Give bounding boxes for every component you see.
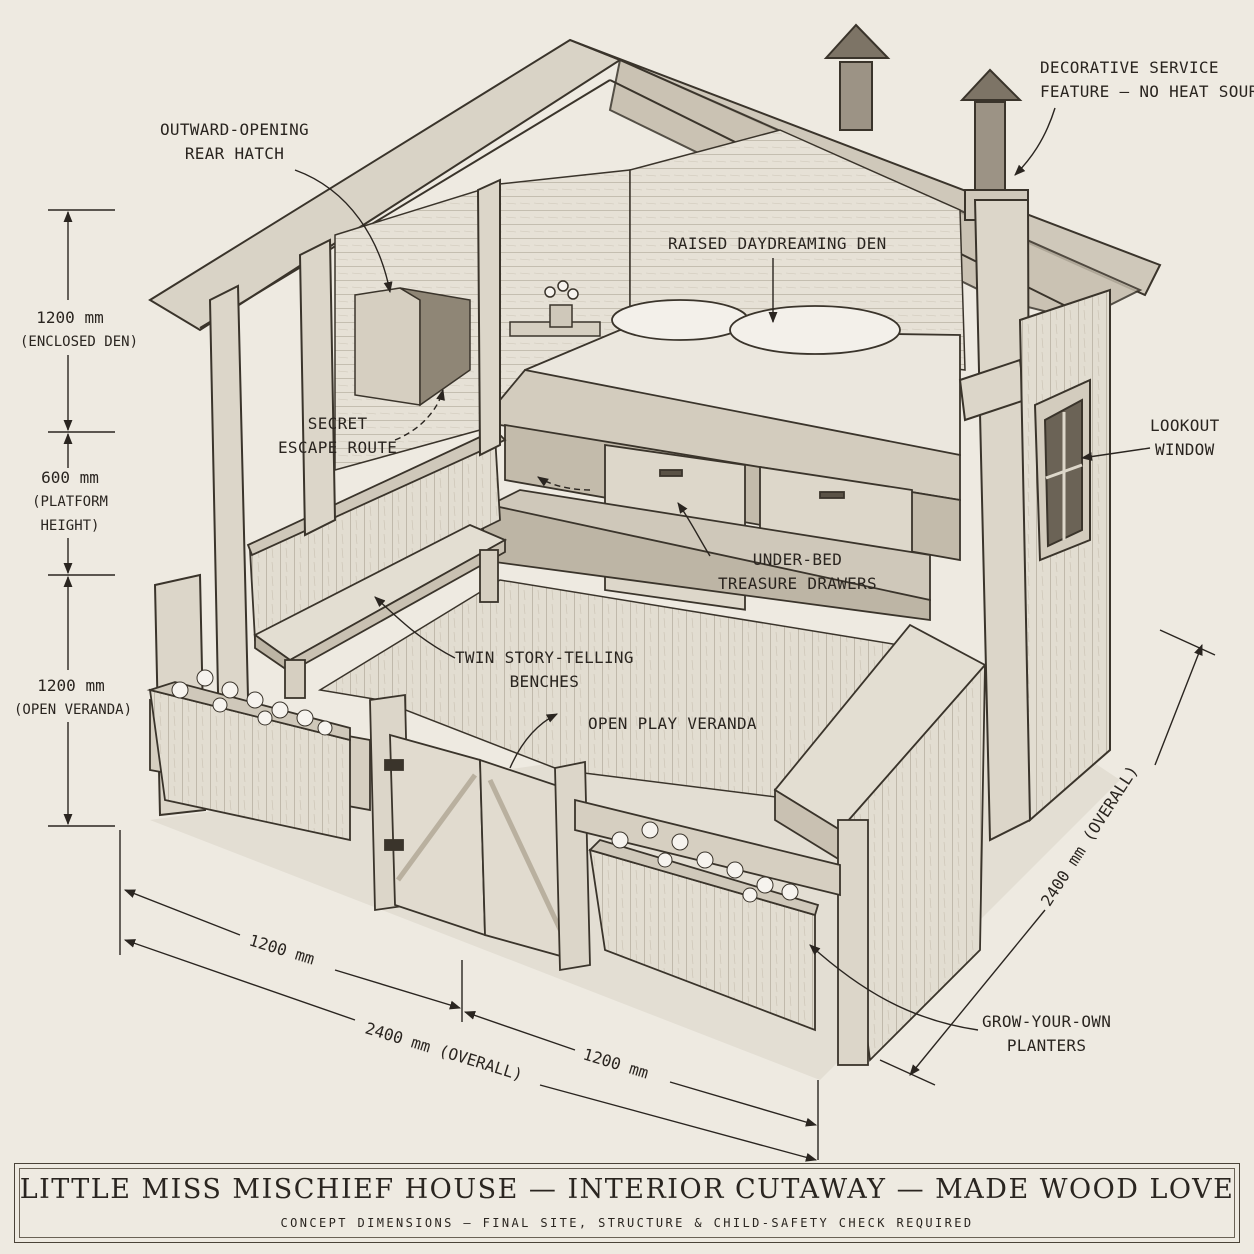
left-planter (146, 669, 351, 842)
leader-lines (294, 107, 1151, 1031)
title-block-inner-border (19, 1168, 1235, 1238)
front-planter (588, 821, 820, 1032)
dimension-lines (48, 209, 1216, 1162)
title-block: LITTLE MISS MISCHIEF HOUSE — INTERIOR CU… (14, 1163, 1240, 1243)
drawing-title: LITTLE MISS MISCHIEF HOUSE — INTERIOR CU… (19, 1174, 1235, 1205)
raised-den-bed (479, 299, 961, 622)
dim-open-veranda: 1200 mm(OPEN VERANDA) (14, 676, 133, 718)
right-side-wall (1018, 288, 1111, 823)
label-den: RAISED DAYDREAMING DEN (668, 234, 887, 253)
dim-enclosed-den: 1200 mm(ENCLOSED DEN) (20, 308, 139, 350)
drawing-subtitle: CONCEPT DIMENSIONS — FINAL SITE, STRUCTU… (280, 1216, 974, 1230)
label-veranda: OPEN PLAY VERANDA (588, 714, 757, 733)
right-rail (773, 623, 987, 1066)
